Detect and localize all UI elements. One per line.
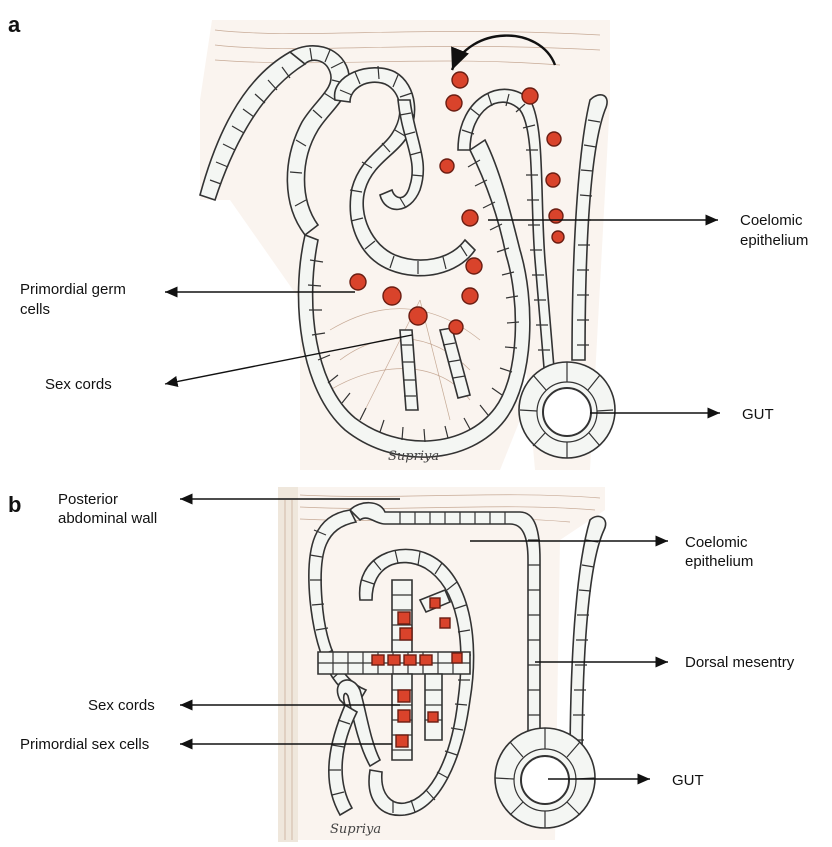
sex-cell [420,655,432,665]
germ-cell [409,307,427,325]
germ-cell [440,159,454,173]
panel-b-mesentry-label: Dorsal mesentry [685,654,795,671]
germ-cell [383,287,401,305]
panel-a-sexcord-label: Sex cords [45,376,112,393]
sex-cell [398,690,410,702]
panel-a-germ-label-1: Primordial germ [20,281,126,298]
germ-cell [522,88,538,104]
panel-b-coelomic-label-1: Coelomic [685,534,748,551]
sex-cell [452,653,462,663]
panel-a-gut [519,362,615,458]
panel-b-signature: Supriya [330,822,381,837]
sex-cell [404,655,416,665]
sex-cell [396,735,408,747]
germ-cell [446,95,462,111]
sex-cell [430,598,440,608]
panel-b-gut [495,728,595,828]
panel-a-letter: a [8,12,21,37]
germ-cell [549,209,563,223]
sex-cell [398,710,410,722]
panel-b-gut-label: GUT [672,772,704,789]
germ-cell [466,258,482,274]
sex-cell [400,628,412,640]
panel-b-coelomic-label-2: epithelium [685,553,753,570]
panel-a-coelomic-label-2: epithelium [740,232,808,249]
panel-a-germ-label-2: cells [20,301,50,318]
germ-cell [452,72,468,88]
sex-cell [388,655,400,665]
panel-a-gut-label: GUT [742,406,774,423]
panel-b-sexcord-label: Sex cords [88,697,155,714]
germ-cell [350,274,366,290]
sex-cell [372,655,384,665]
panel-b-letter: b [8,492,21,517]
germ-cell [552,231,564,243]
sex-cell [398,612,410,624]
sex-cell [428,712,438,722]
panel-b-sexcells-label: Primordial sex cells [20,736,149,753]
panel-a: a [8,12,808,470]
panel-a-signature: Supriya [388,449,439,464]
panel-a-coelomic-label-1: Coelomic [740,212,803,229]
germ-cell [449,320,463,334]
germ-cell [462,210,478,226]
sex-cell [440,618,450,628]
germ-cell [547,132,561,146]
panel-b: b [8,487,795,842]
panel-b-posterior-label-1: Posterior [58,491,118,508]
germ-cell [462,288,478,304]
panel-b-posterior-label-2: abdominal wall [58,510,157,527]
germ-cell [546,173,560,187]
